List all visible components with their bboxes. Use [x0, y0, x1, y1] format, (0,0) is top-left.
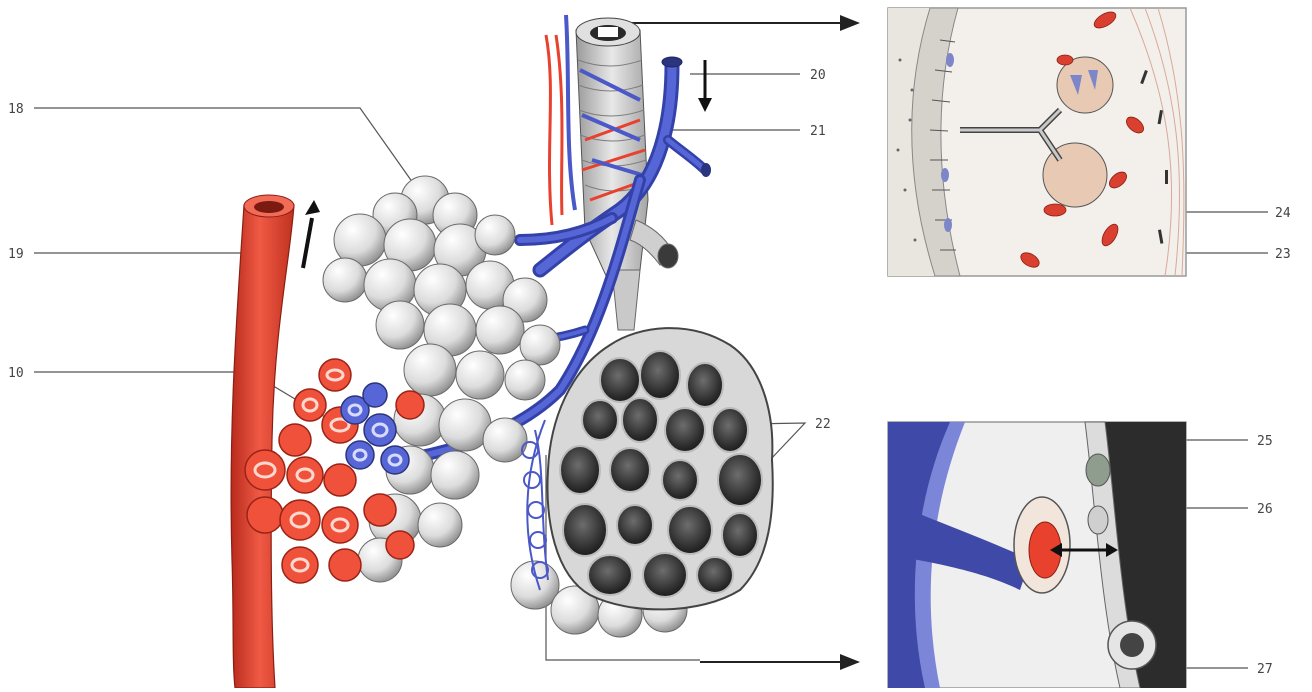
label-24: 24 [1275, 206, 1291, 221]
label-23: 23 [1275, 247, 1291, 262]
inset-tissue-section [888, 8, 1186, 276]
flow-arrow-down [698, 60, 712, 112]
alveolar-sac-section [547, 328, 772, 609]
label-18: 18 [8, 102, 24, 117]
label-21: 21 [810, 124, 826, 139]
artery-opening [662, 57, 682, 67]
artery-branch-opening [701, 163, 711, 177]
flow-arrow-up [303, 200, 320, 268]
label-10: 10 [8, 366, 24, 381]
label-27: 27 [1257, 662, 1273, 677]
label-26: 26 [1257, 502, 1273, 517]
leader-10 [34, 372, 330, 420]
inset-gas-exchange [888, 422, 1186, 688]
label-19: 19 [8, 247, 24, 262]
leader-18 [34, 108, 425, 200]
label-25: 25 [1257, 434, 1273, 449]
label-20: 20 [810, 68, 826, 83]
bronchiole [576, 18, 678, 330]
label-22: 22 [815, 417, 831, 432]
